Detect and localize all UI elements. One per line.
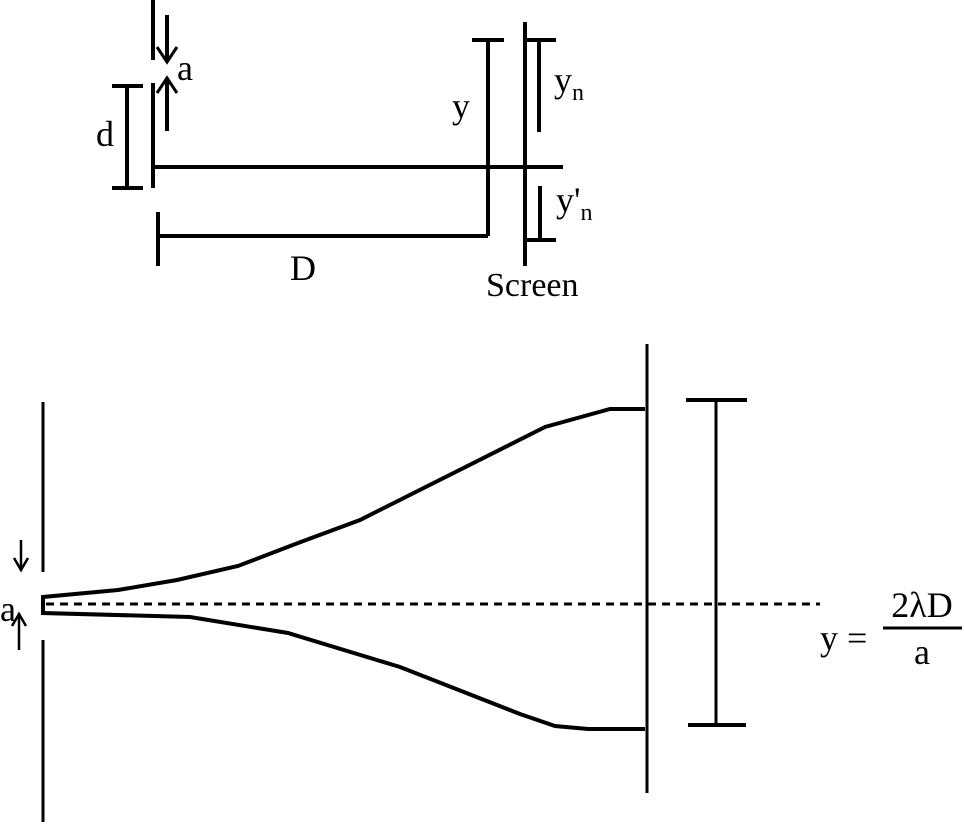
- distance-label: D: [290, 248, 316, 288]
- slit-separation-bracket: [112, 84, 143, 190]
- slit-width-label: a: [177, 48, 193, 88]
- upper-fringe-bracket: [527, 38, 556, 132]
- screen-label: Screen: [486, 267, 579, 304]
- diffraction-envelope-upper: [41, 407, 645, 613]
- formula-lhs: y =: [820, 618, 867, 658]
- lower-fringe-label: y'n: [556, 180, 593, 226]
- position-label: y: [452, 86, 470, 126]
- top-diagram: [112, 0, 563, 266]
- diffraction-envelope-lower: [41, 597, 645, 731]
- slit-separation-label: d: [96, 114, 114, 154]
- central-max-width-bracket: [686, 398, 747, 727]
- lower-fringe-bracket: [527, 186, 556, 242]
- formula-numerator: 2λD: [891, 585, 952, 625]
- slit-label: a: [0, 589, 16, 629]
- upper-fringe-label: yn: [554, 60, 584, 106]
- formula-denominator: a: [914, 632, 930, 672]
- bottom-diagram: [10, 344, 962, 822]
- y-bracket: [472, 38, 504, 236]
- distance-bracket: [156, 212, 488, 266]
